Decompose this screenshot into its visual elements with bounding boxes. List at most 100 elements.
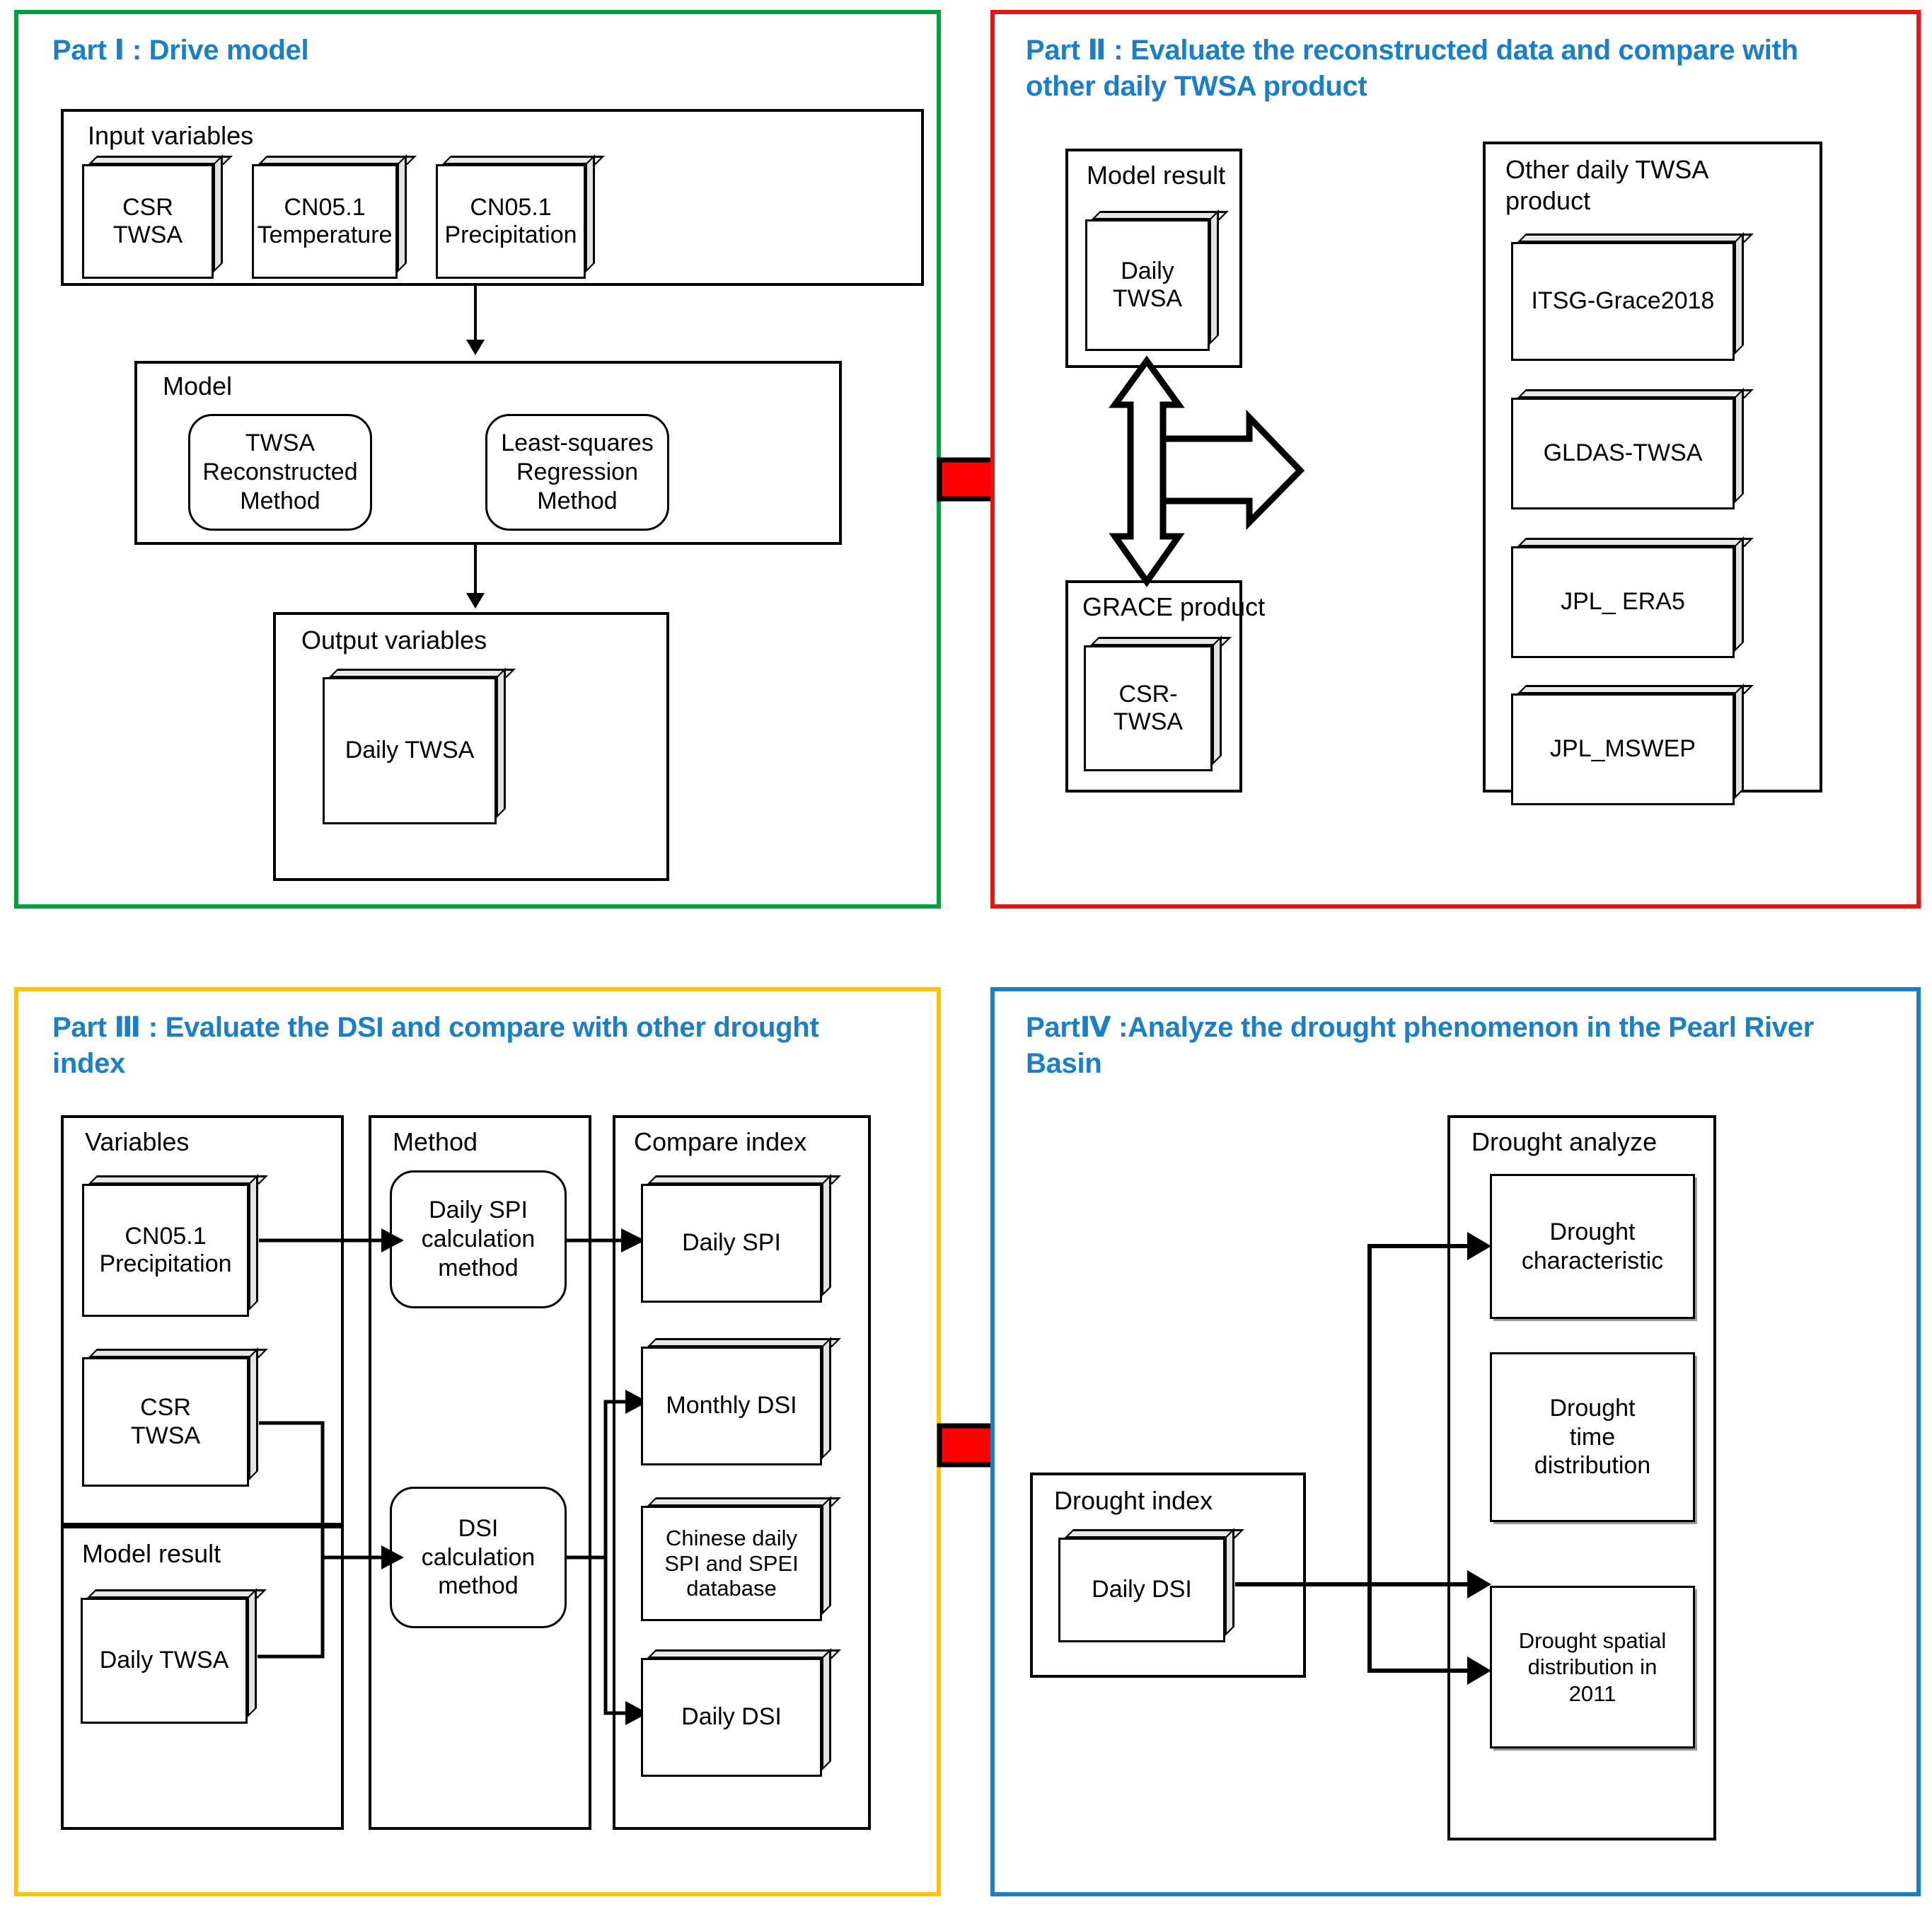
node-text: ITSG-Grace2018 [1531,287,1715,315]
node-label: JPL_ ERA5 [1511,546,1735,658]
node-label: JPL_MSWEP [1511,693,1735,805]
cube-side-face [496,677,507,824]
node-text: CSR TWSA [130,1394,201,1449]
variables-label: Variables [85,1127,190,1156]
node-twsa-reconstructed-method: TWSA Reconstructed Method [188,414,372,531]
node-label: CSR TWSA [82,164,214,279]
node-drought-spatial-distribution-2011: Drought spatial distribution in 2011 [1490,1586,1695,1748]
node-label: CN05.1 Precipitation [436,164,586,279]
node-label: Daily DSI [641,1658,822,1777]
node-text: CSR TWSA [112,193,183,248]
node-text: CSR-TWSA [1113,680,1184,735]
cube-side-face [1209,219,1220,351]
node-daily-dsi-p4: Daily DSI [1058,1529,1235,1642]
node-label: Daily TWSA [81,1598,248,1724]
cube-side-face [821,1347,832,1465]
node-csr-twsa-grace: CSR-TWSA [1084,637,1222,771]
model-label: Model [163,371,233,401]
node-least-squares-regression-method: Least-squares Regression Method [485,414,669,531]
part-2-title: Part Ⅱ : Evaluate the reconstructed data… [1026,35,1798,103]
node-label: Chinese daily SPI and SPEI database [641,1506,822,1621]
node-daily-spi-calculation-method: Daily SPI calculation method [390,1170,567,1308]
part-3-panel: Part Ⅲ : Evaluate the DSI and compare wi… [14,987,941,1896]
cube-side-face [1734,398,1745,509]
node-text: CN05.1 Precipitation [99,1222,232,1277]
node-cn051-temperature: CN05.1 Temperature [252,156,407,279]
node-text: Daily DSI [1092,1576,1192,1603]
node-drought-characteristic: Drought characteristic [1490,1174,1695,1319]
other-daily-twsa-product-label: Other daily TWSA product [1505,155,1708,215]
cube-side-face [821,1658,832,1777]
cube-side-face [1734,693,1745,805]
arrow-model-to-output [466,593,485,609]
cube-side-face [1734,242,1745,361]
node-text: Chinese daily SPI and SPEI database [664,1525,799,1601]
part-4-panel: PartⅣ :Analyze the drought phenomenon in… [990,987,1921,1896]
cube-side-face [248,1357,259,1487]
node-text: Daily SPI calculation method [421,1197,536,1281]
node-label: CN05.1 Precipitation [82,1184,249,1317]
model-result-label-p3: Model result [82,1539,221,1568]
input-variables-label: Input variables [88,121,254,150]
node-text: JPL_MSWEP [1550,735,1696,763]
node-model-result-daily-twsa: Daily TWSA [1085,211,1220,351]
node-daily-twsa-output: Daily TWSA [323,669,507,824]
node-label: ITSG-Grace2018 [1511,242,1735,361]
node-dsi-calculation-method: DSI calculation method [390,1487,567,1628]
node-text: GLDAS-TWSA [1543,439,1703,467]
node-label: Monthly DSI [641,1347,822,1465]
node-cn051-precipitation-p3: CN05.1 Precipitation [82,1175,259,1317]
drought-analyze-label: Drought analyze [1471,1127,1658,1156]
node-text: CN05.1 Temperature [257,193,393,248]
cube-side-face [1734,546,1745,658]
node-jpl-era5: JPL_ ERA5 [1511,538,1745,658]
node-jpl-mswep: JPL_MSWEP [1511,685,1745,805]
grace-product-label: GRACE product [1082,592,1266,621]
cube-side-face [821,1184,832,1303]
model-result-label: Model result [1087,161,1226,190]
node-text: CN05.1 Precipitation [444,193,577,248]
part-3-title: Part Ⅲ : Evaluate the DSI and compare wi… [52,1012,819,1080]
node-text: Daily SPI [682,1229,781,1257]
node-text: JPL_ ERA5 [1561,588,1685,616]
arrow-vertical-double [1109,355,1185,587]
node-cn051-precipitation: CN05.1 Precipitation [436,156,596,279]
arrow-branch-right [1159,409,1305,530]
node-text: Drought characteristic [1521,1218,1664,1274]
arrow-input-to-model [466,340,485,355]
cube-side-face [247,1598,258,1724]
cube-side-face [397,164,407,279]
node-chinese-daily-spi-spei-database: Chinese daily SPI and SPEI database [641,1497,832,1621]
cube-side-face [248,1184,259,1317]
cube-side-face [1212,645,1222,771]
node-text: Daily DSI [681,1703,782,1731]
method-label: Method [393,1127,478,1156]
connector-input-to-model [474,286,477,344]
node-daily-spi: Daily SPI [641,1175,832,1303]
cube-side-face [1225,1538,1235,1642]
node-text: Daily TWSA [99,1647,229,1674]
node-csr-twsa-p3: CSR TWSA [82,1349,259,1487]
cube-side-face [213,164,224,279]
node-label: Daily TWSA [1085,219,1210,351]
node-label: CSR TWSA [82,1357,249,1487]
node-text: Daily TWSA [1112,257,1183,312]
output-variables-label: Output variables [301,626,487,655]
part-2-panel: Part Ⅱ : Evaluate the reconstructed data… [990,10,1921,909]
node-label: CSR-TWSA [1084,645,1213,771]
node-text: Drought time distribution [1534,1394,1651,1480]
node-csr-twsa: CSR TWSA [82,156,224,279]
node-label: GLDAS-TWSA [1511,398,1735,509]
node-monthly-dsi: Monthly DSI [641,1338,832,1465]
node-text: DSI calculation method [421,1514,536,1600]
node-label: CN05.1 Temperature [252,164,398,279]
node-label: Daily DSI [1058,1538,1225,1642]
node-label: Daily SPI [641,1184,822,1303]
node-label: Daily TWSA [323,677,497,824]
node-daily-twsa-p3: Daily TWSA [81,1589,258,1724]
node-text: Daily TWSA [345,737,475,764]
node-daily-dsi-p3: Daily DSI [641,1649,832,1777]
node-text: Drought spatial distribution in 2011 [1518,1628,1667,1706]
cube-side-face [821,1506,832,1621]
drought-index-label: Drought index [1054,1486,1213,1515]
